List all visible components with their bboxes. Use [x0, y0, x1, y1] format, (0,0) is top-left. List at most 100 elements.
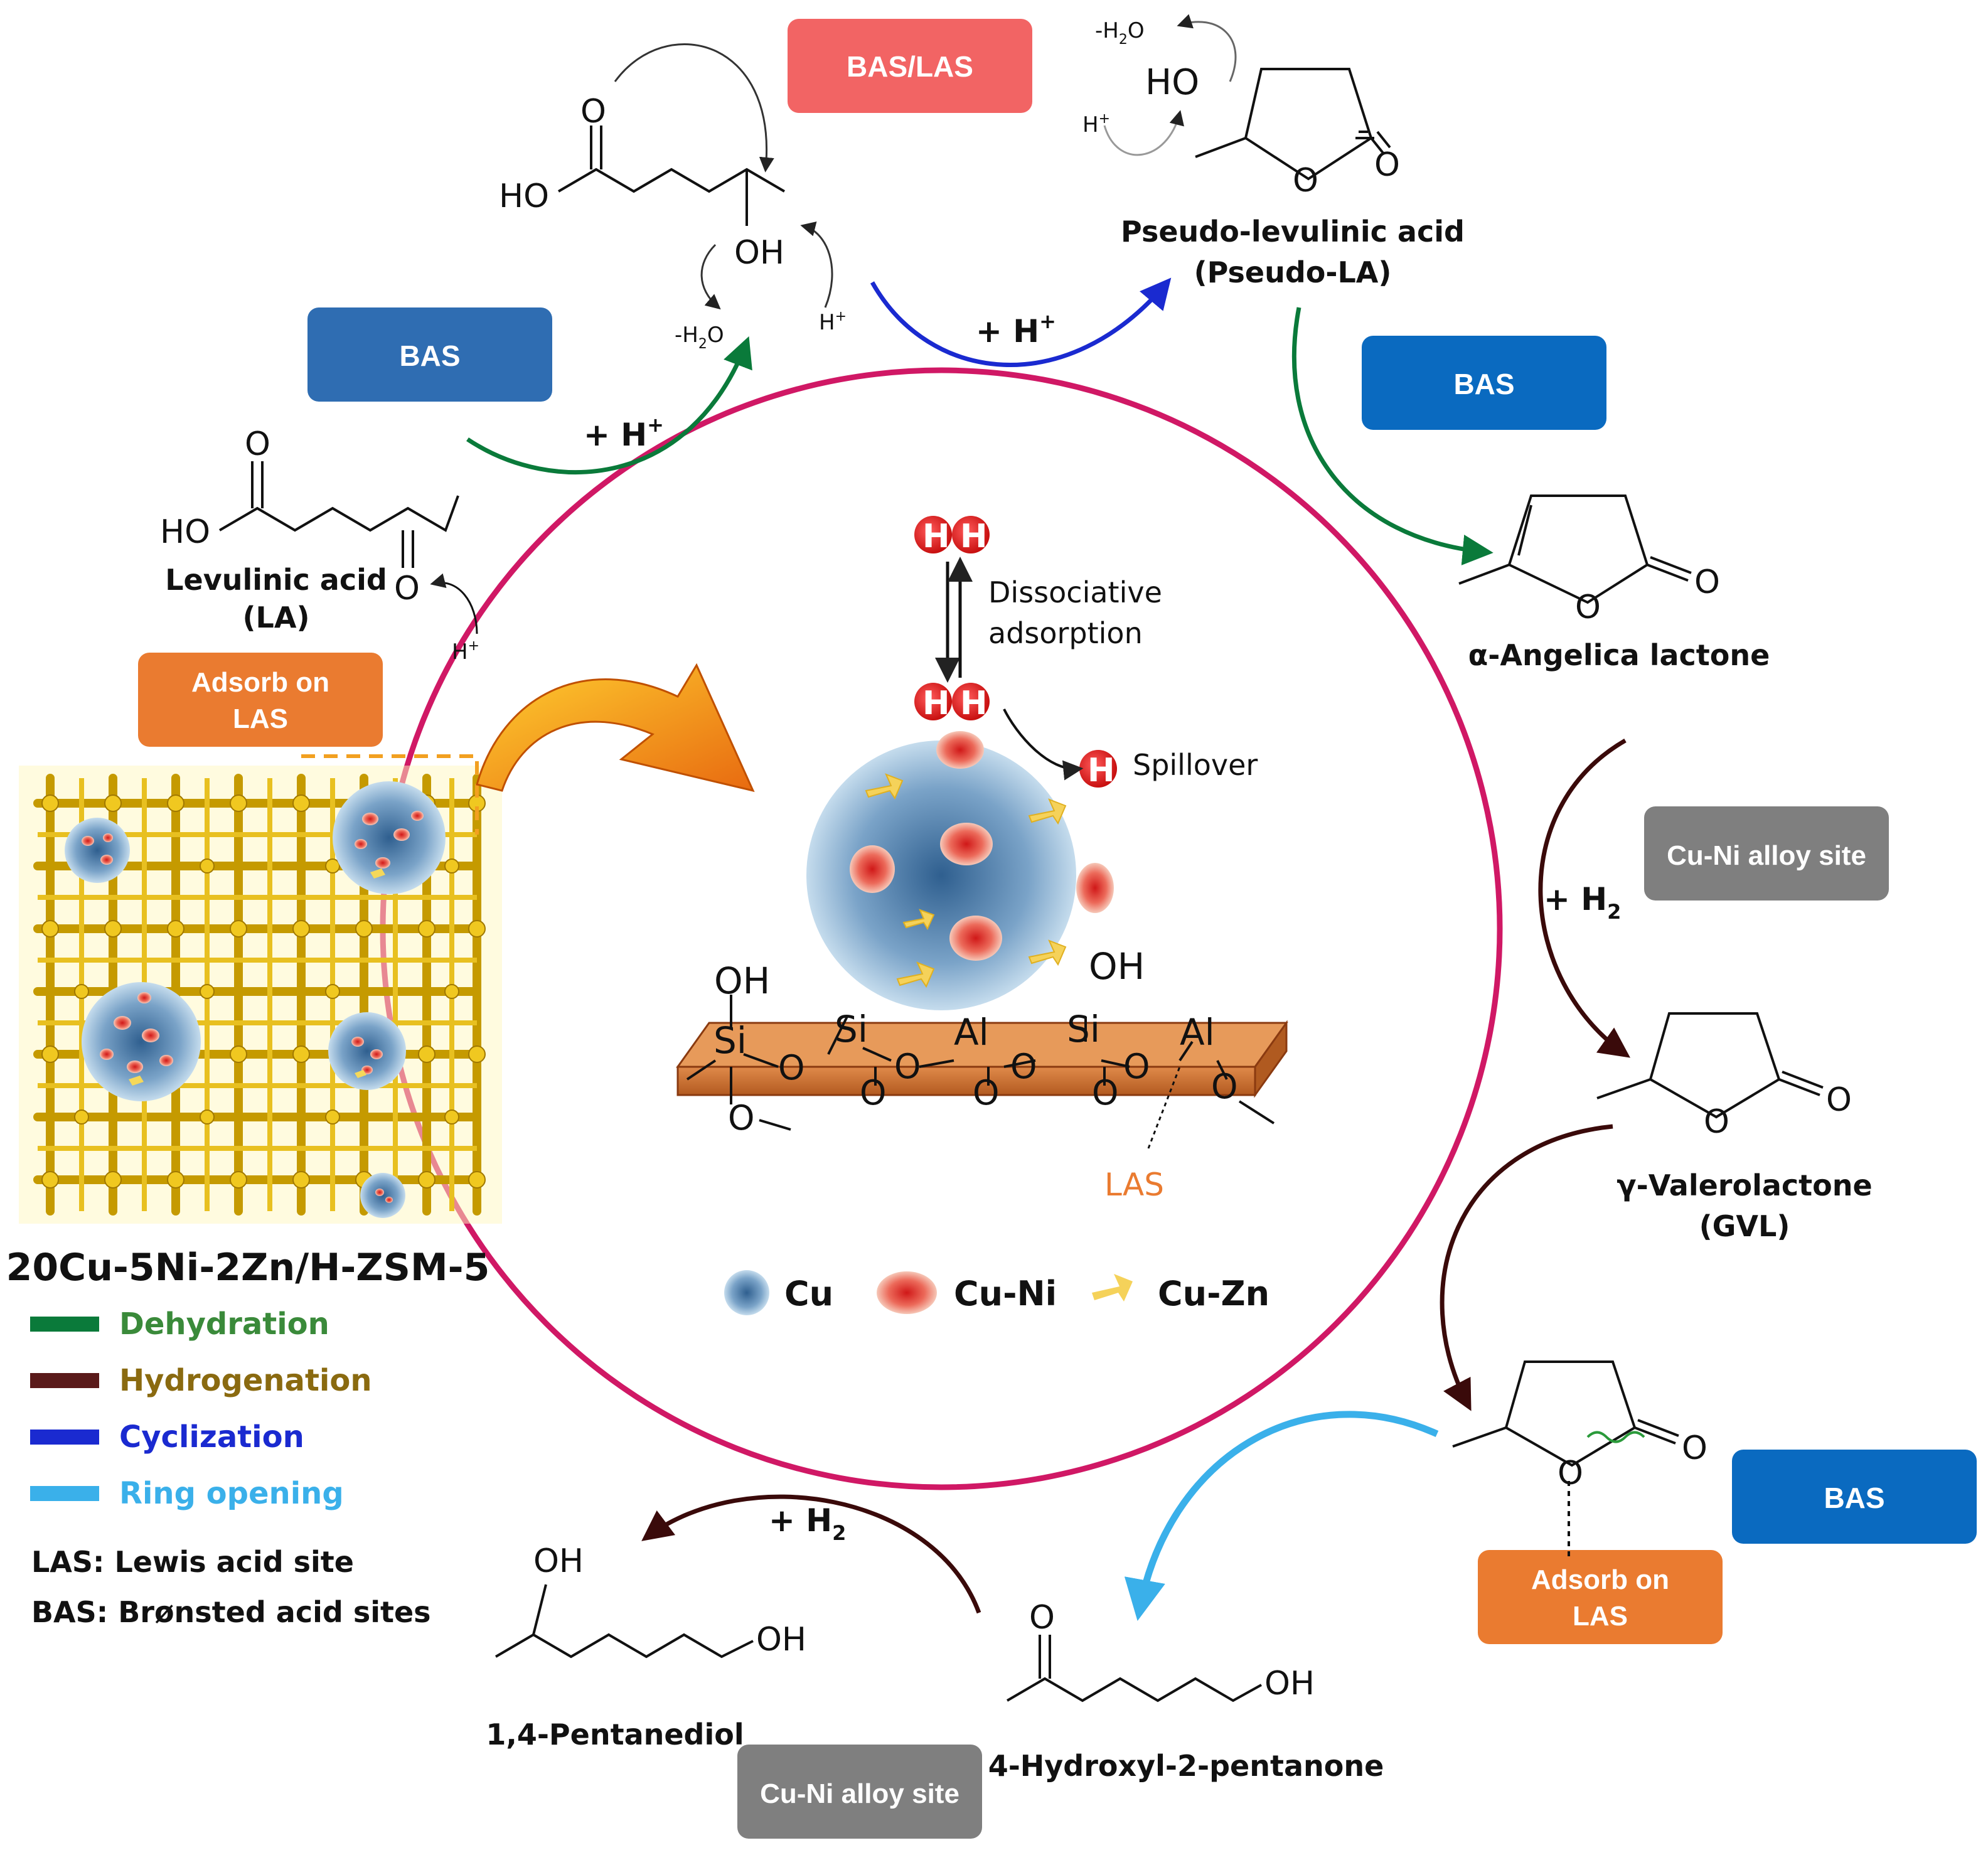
dissociative-label-2: adsorption: [988, 616, 1143, 650]
surface-o-3: O: [1010, 1047, 1037, 1086]
ring-opening-arrow: [1124, 1411, 1439, 1621]
molecule-gvl-adsorbed: [1452, 1360, 1679, 1556]
cu-ni-alloy-spots: [850, 731, 1114, 961]
svg-text:LAS: LAS: [1573, 1601, 1628, 1632]
la-o-top: O: [245, 425, 270, 463]
species-legend: Cu Cu-Ni Cu-Zn: [724, 1270, 1269, 1315]
las-surface-label: LAS: [1104, 1167, 1164, 1203]
pla-h-plus: H+: [1082, 111, 1110, 137]
bas-box-right: [1362, 336, 1606, 430]
int-ho: HO: [499, 178, 549, 215]
hydrogenation-arrow-1: [1538, 738, 1631, 1058]
surface-o-9: O: [728, 1098, 755, 1138]
legend-label-3: Ring opening: [119, 1476, 344, 1511]
dehydration-arrow-2: [1291, 307, 1494, 565]
svg-text:Cu-Ni alloy site: Cu-Ni alloy site: [760, 1778, 959, 1809]
la-o-ketone: O: [394, 570, 420, 607]
label-pentanediol: 1,4-Pentanediol: [486, 1718, 744, 1751]
h-spillover-atom: H: [1079, 750, 1117, 789]
hp-o: O: [1029, 1599, 1055, 1637]
svg-text:LAS: LAS: [233, 703, 288, 734]
molecule-angelica-lactone: [1458, 494, 1692, 604]
surface-o-1: O: [778, 1048, 805, 1088]
la-protonation-arrow: [430, 573, 478, 634]
h-adsorbed: H H: [914, 683, 990, 722]
molecule-hydroxypentanone: [1006, 1635, 1262, 1702]
cu-nanoparticle: [806, 740, 1076, 1010]
surface-si-1: Si: [713, 1019, 747, 1062]
label-pseudo-2: (Pseudo-LA): [1194, 255, 1392, 289]
label-angelica: α-Angelica lactone: [1468, 638, 1770, 672]
hp-oh: OH: [1264, 1665, 1315, 1702]
pd-oh-1: OH: [533, 1542, 584, 1580]
zeolite-nanoparticles: [65, 781, 446, 1218]
bas-las-box: [788, 19, 1032, 113]
gvla-o-ring: O: [1558, 1455, 1583, 1492]
int-h-plus: H+: [819, 309, 847, 335]
spillover-label: Spillover: [1133, 748, 1258, 782]
int-minus-h2o: -H2O: [675, 323, 724, 352]
plus-h2-2: + H2: [769, 1502, 846, 1545]
la-h-plus: H+: [452, 638, 479, 665]
label-la-1: Levulinic acid: [165, 563, 387, 597]
abbr-las: LAS: Lewis acid site: [31, 1545, 354, 1579]
int-oh: OH: [734, 234, 784, 272]
legend-cu-swatch: [724, 1270, 769, 1315]
svg-text:H: H: [1088, 752, 1115, 789]
bas-box-bottom: [1732, 1450, 1977, 1544]
int-o-top: O: [580, 93, 606, 131]
hydrogenation-arrow-2: [1440, 1124, 1613, 1411]
cu-zn-spots: [865, 773, 1067, 988]
surface-o-8: O: [1211, 1067, 1238, 1106]
legend-swatch-2: [30, 1430, 99, 1445]
surface-al-1: Al: [954, 1011, 989, 1054]
adsorb-las-box-left: [138, 653, 383, 747]
label-pseudo-1: Pseudo-levulinic acid: [1121, 215, 1465, 249]
pla-minus-h2o: -H2O: [1095, 18, 1145, 48]
svg-text:H: H: [960, 685, 988, 722]
svg-text:H: H: [960, 518, 988, 555]
reaction-legend: DehydrationHydrogenationCyclizationRing …: [30, 1307, 372, 1511]
reaction-arrows: [466, 277, 1631, 1621]
molecule-pseudo-la: [1195, 68, 1374, 181]
svg-text:H: H: [922, 685, 950, 722]
label-gvl-2: (GVL): [1699, 1209, 1790, 1243]
dehydration-arrow-1: [466, 336, 752, 474]
svg-text:BAS: BAS: [1453, 368, 1514, 400]
svg-text:BAS: BAS: [1824, 1482, 1884, 1514]
legend-swatch-0: [30, 1317, 99, 1332]
pla-o-carbonyl: O: [1374, 146, 1400, 184]
hydrogenation-arrow-3: [641, 1494, 981, 1614]
int-attack-arrow: [614, 43, 774, 173]
surface-si-3: Si: [1067, 1008, 1100, 1050]
cuni-alloy-box-bottom: [737, 1745, 982, 1839]
plus-h2-1: + H2: [1544, 881, 1621, 924]
molecule-levulinic-acid: [218, 461, 459, 568]
zeolite-framework: [19, 754, 502, 1224]
surface-o-2: O: [894, 1047, 921, 1086]
pd-oh-2: OH: [756, 1621, 806, 1659]
label-la-2: (LA): [243, 601, 310, 634]
legend-cuni-label: Cu-Ni: [954, 1274, 1057, 1313]
catalyst-surface: OH Si Si Al Si Al OH O O O O O O O O O: [676, 516, 1288, 1203]
legend-cuzn-label: Cu-Zn: [1158, 1274, 1269, 1313]
gvla-o-carbonyl: O: [1682, 1430, 1707, 1467]
svg-text:H: H: [922, 518, 950, 555]
cuni-alloy-box-right: [1644, 806, 1889, 901]
label-gvl-1: γ-Valerolactone: [1617, 1168, 1872, 1202]
molecule-intermediate: [557, 126, 786, 226]
catalyst-name: 20Cu-5Ni-2Zn/H-ZSM-5: [6, 1246, 490, 1290]
svg-text:Adsorb on: Adsorb on: [191, 667, 329, 698]
adsorb-las-box-right: [1478, 1550, 1723, 1644]
legend-swatch-1: [30, 1373, 99, 1388]
pla-o-ring: O: [1293, 162, 1318, 200]
legend-cuzn-swatch: [1092, 1274, 1133, 1301]
legend-cuni-swatch: [877, 1271, 937, 1314]
pla-water-arrow: [1177, 14, 1237, 82]
arrow-labels: + H+ + H+ + H2 + H2: [584, 309, 1621, 1545]
surface-oh-1: OH: [714, 959, 770, 1002]
int-water-arrow: [700, 243, 721, 310]
abbr-bas: BAS: Brønsted acid sites: [31, 1595, 431, 1629]
